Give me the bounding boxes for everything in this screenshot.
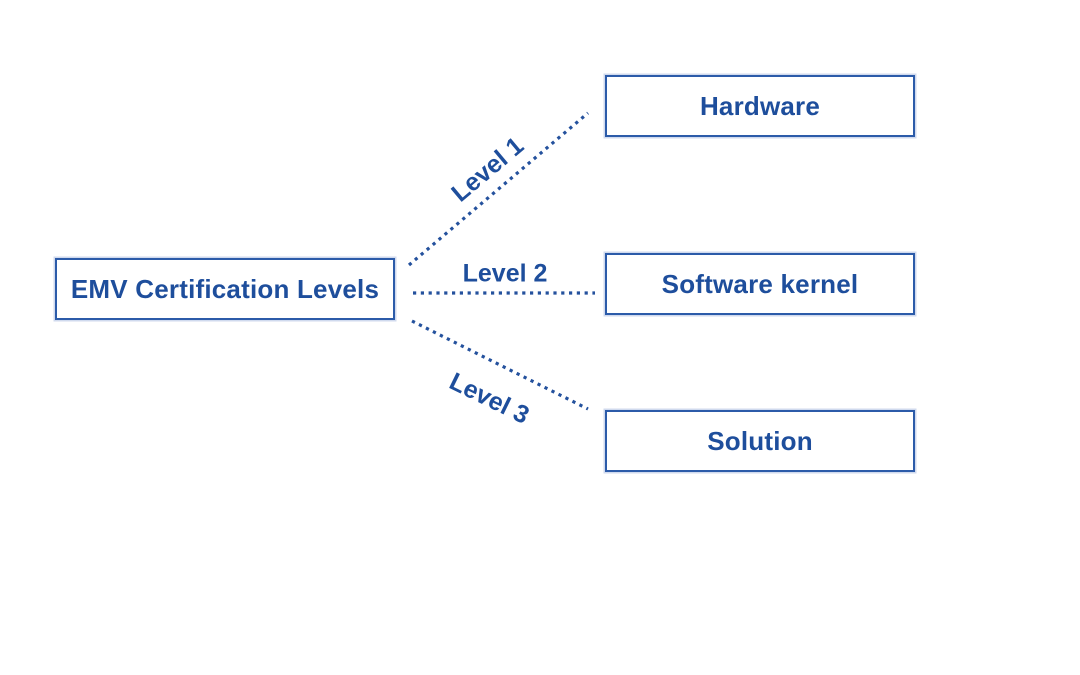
node-emv-certification-levels-label: EMV Certification Levels [70, 273, 380, 304]
node-solution: Solution [605, 410, 915, 472]
node-software-kernel: Software kernel [605, 253, 915, 315]
connector-level-1-line [407, 111, 590, 267]
node-hardware: Hardware [605, 75, 915, 137]
node-hardware-label: Hardware [699, 90, 821, 121]
node-emv-certification-levels: EMV Certification Levels [55, 258, 395, 320]
connector-level-3-label: Level 3 [444, 367, 534, 430]
connector-level-2-label: Level 2 [462, 259, 548, 288]
connector-level-1-label: Level 1 [446, 131, 530, 208]
node-solution-label: Solution [707, 425, 813, 456]
node-software-kernel-label: Software kernel [661, 268, 859, 299]
